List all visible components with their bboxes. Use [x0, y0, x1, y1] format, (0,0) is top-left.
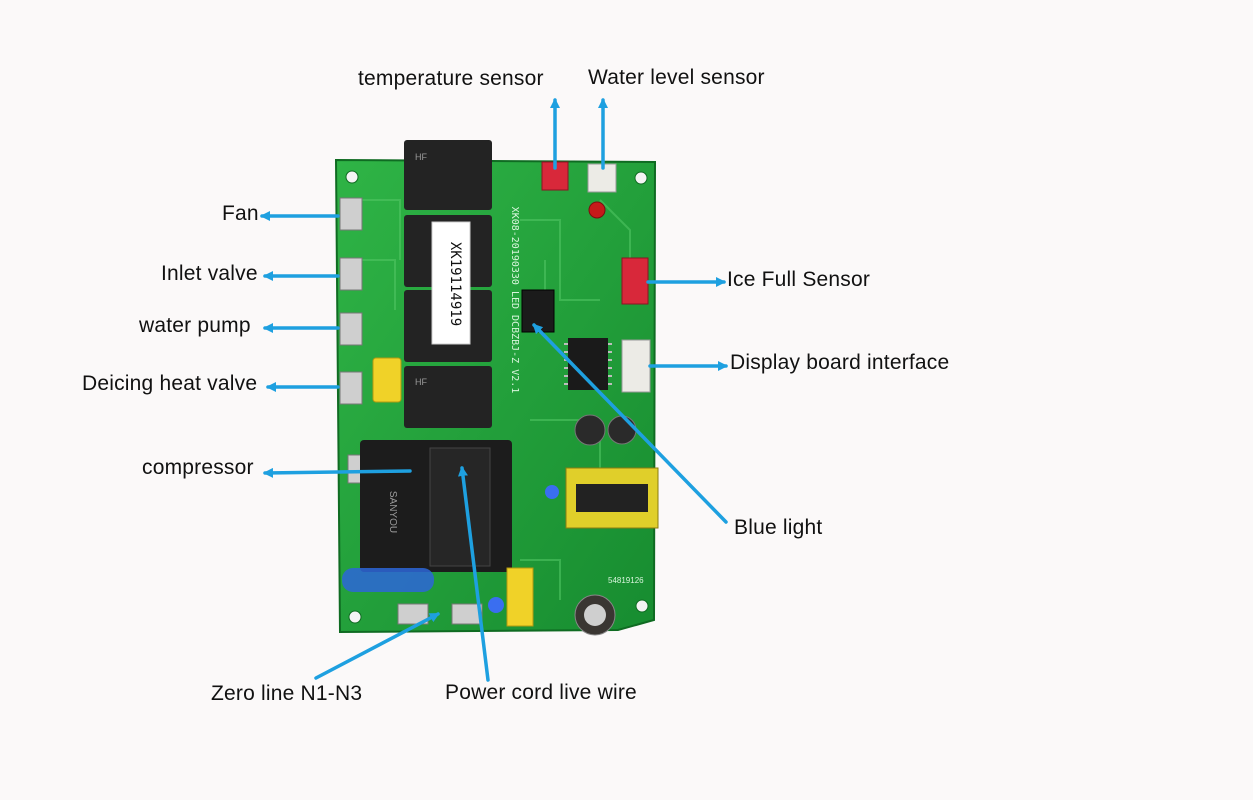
mount-hole: [345, 170, 359, 184]
label-blue-light: Blue light: [734, 516, 823, 539]
label-water-pump: water pump: [139, 314, 251, 337]
arrow-blue-light: [532, 323, 728, 524]
sticker-text: XK19114919: [447, 242, 463, 326]
compressor-relay-face: [429, 447, 491, 567]
label-inlet-valve: Inlet valve: [161, 262, 258, 285]
bottom-terminals: [397, 603, 483, 625]
left-terminals: [339, 197, 363, 484]
electrolytic-capacitor: [574, 414, 606, 446]
label-fan: Fan: [222, 202, 259, 225]
fuse: [342, 568, 434, 592]
transformer-core: [576, 484, 648, 512]
yellow-capacitor: [372, 357, 402, 403]
silkscreen-text: XK08-20190330 LED DCBZBJ-Z V2.1: [509, 207, 520, 394]
ice-full-connector: [621, 257, 649, 305]
mount-hole: [634, 171, 648, 185]
relay-fan: [404, 140, 492, 210]
capacitor-top: [584, 604, 606, 626]
label-display-board-interface: Display board interface: [730, 351, 950, 374]
serial-sticker: [431, 221, 471, 345]
serial-text: 54819126: [608, 576, 644, 585]
label-deicing-heat-valve: Deicing heat valve: [82, 372, 258, 395]
blue-cap: [545, 485, 559, 499]
label-temperature-sensor: temperature sensor: [358, 67, 544, 90]
mount-hole: [635, 599, 649, 613]
electrolytic-capacitor: [607, 415, 637, 445]
display-connector: [621, 339, 651, 393]
arrow-zero-line: [314, 612, 440, 680]
arrow-power-cord: [458, 466, 490, 682]
label-water-level-sensor: Water level sensor: [588, 66, 765, 89]
relay-text: HF: [415, 152, 427, 162]
blue-light-component: [521, 289, 555, 333]
blue-cap: [488, 597, 504, 613]
mount-hole: [348, 610, 362, 624]
label-zero-line: Zero line N1-N3: [211, 682, 363, 705]
red-led: [588, 201, 606, 219]
label-ice-full-sensor: Ice Full Sensor: [727, 268, 871, 291]
callout-arrows: [260, 98, 728, 682]
arrow-compressor: [263, 467, 412, 478]
x-capacitor: [506, 567, 534, 627]
compressor-relay-brand: SANYOU: [387, 491, 398, 533]
ic-pins: [564, 343, 612, 385]
label-power-cord-live-wire: Power cord live wire: [445, 681, 637, 704]
relay-text: HF: [415, 377, 427, 387]
relay-deicing: [404, 366, 492, 428]
label-compressor: compressor: [142, 456, 254, 479]
